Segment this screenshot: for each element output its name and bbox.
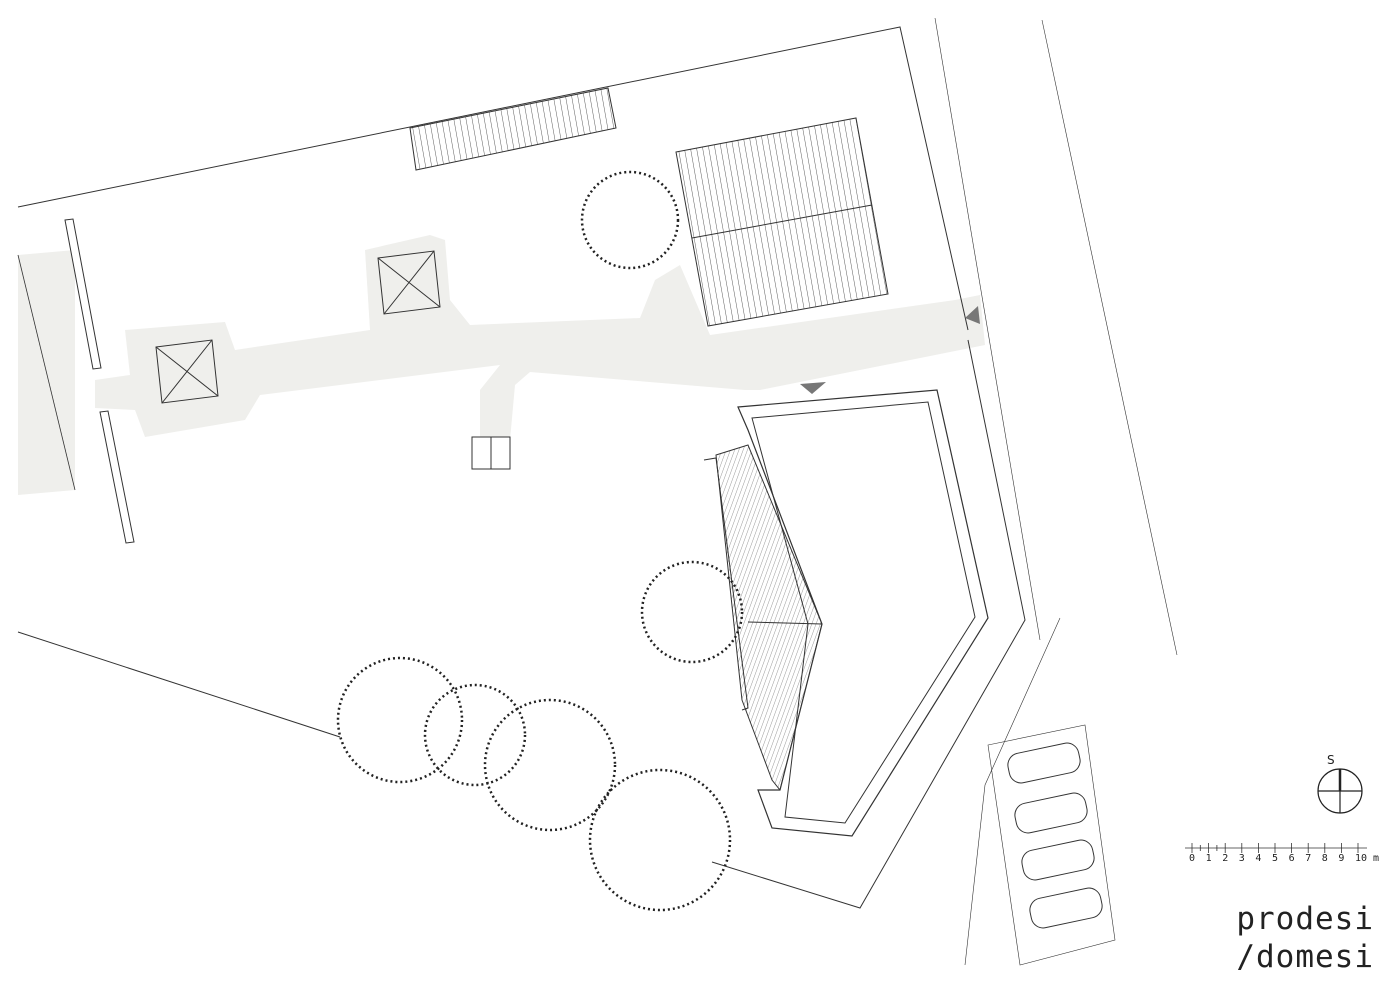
scale-tick-label: 2 <box>1222 853 1229 864</box>
car <box>1029 887 1103 929</box>
tree <box>336 656 464 784</box>
scale-tick-label: 4 <box>1255 853 1262 864</box>
scale-tick-label: 0 <box>1189 853 1196 864</box>
scale-tick-label: 10 m <box>1355 853 1380 864</box>
entry-arrow-icon <box>800 382 826 394</box>
brand-logo: prodesi /domesi <box>1236 900 1374 976</box>
scale-tick-label: 5 <box>1272 853 1279 864</box>
tree <box>580 170 680 270</box>
car <box>1021 839 1095 881</box>
scale-tick-label: 8 <box>1321 853 1328 864</box>
north-label: S <box>1327 753 1335 767</box>
car <box>1014 792 1088 834</box>
scale-tick-label: 3 <box>1238 853 1245 864</box>
scale-bar <box>1185 843 1367 853</box>
scale-tick-label: 1 <box>1205 853 1212 864</box>
scale-tick-label: 6 <box>1288 853 1295 864</box>
main-building <box>703 389 989 837</box>
tree <box>423 683 527 787</box>
north-arrow-icon <box>1317 768 1363 814</box>
scale-tick-label: 9 <box>1338 853 1345 864</box>
trees <box>336 170 744 912</box>
scale-tick-label: 7 <box>1305 853 1312 864</box>
tree <box>483 698 617 832</box>
tree <box>588 768 732 912</box>
brand-line-1: prodesi <box>1236 901 1374 937</box>
entry-arrow-icon <box>965 306 980 324</box>
brand-line-2: /domesi <box>1236 939 1374 975</box>
tree <box>640 560 744 664</box>
shed-small <box>409 87 617 171</box>
pavilion-1 <box>155 339 219 404</box>
fence-walls <box>64 218 511 544</box>
pavilion-2 <box>377 250 441 315</box>
parked-cars <box>1007 742 1103 929</box>
site-boundary <box>17 17 1178 966</box>
car <box>1007 742 1081 784</box>
